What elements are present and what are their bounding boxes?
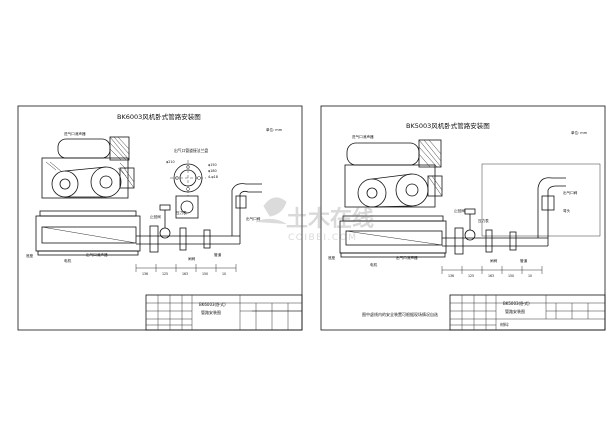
right-inlet-silencer bbox=[346, 139, 442, 168]
right-callout-elbow: 弯头 bbox=[563, 208, 571, 213]
right-blower bbox=[344, 164, 443, 208]
right-dimension-line: 136 125 163 150 10 bbox=[441, 266, 543, 278]
right-title-block: BK5003(卧式) 管路安装图 材料: bbox=[449, 294, 606, 331]
left-callout-outlet-valve: 出气口阀 bbox=[246, 216, 261, 221]
right-callout-motor: 电机 bbox=[370, 262, 378, 267]
left-callout-pipe: 管道 bbox=[214, 252, 222, 257]
right-sheet-scale: 单位: mm bbox=[571, 130, 588, 135]
right-sheet-title: BK5003风机卧式管路安装图 bbox=[406, 121, 490, 130]
right-dim-4: 150 bbox=[508, 274, 514, 278]
left-sheet-title: BK6003风机卧式管路安装图 bbox=[117, 112, 201, 121]
left-inlet-silencer bbox=[57, 136, 130, 161]
watermark-brand: 土木在线 bbox=[286, 206, 374, 232]
left-title-block-name-2: 管路安装图 bbox=[201, 309, 221, 315]
right-callout-outlet-valve: 出气口阀 bbox=[563, 190, 578, 195]
right-dim-5: 10 bbox=[528, 274, 532, 278]
left-callout-pipe-valve: 闸阀 bbox=[188, 256, 196, 261]
left-dim-3: 163 bbox=[182, 272, 188, 276]
right-callout-outlet-silencer: 出气口消声器 bbox=[396, 255, 418, 260]
left-title-block-name-1: BK6003(卧式) bbox=[199, 301, 226, 307]
right-callout-pressure-gauge: 压力表 bbox=[478, 218, 489, 223]
right-callout-pipe-valve: 闸阀 bbox=[490, 258, 498, 263]
right-callout-check-valve: 止回阀 bbox=[454, 208, 465, 213]
left-flange-dim-3: 4-φ18 bbox=[208, 175, 218, 179]
left-sheet: BK6003风机卧式管路安装图 单位: mm 进气口消声器 bbox=[17, 105, 303, 331]
left-flange-dim-1: φ150 bbox=[208, 163, 217, 167]
left-callout-check-valve: 止回阀 bbox=[150, 214, 161, 219]
right-note: 图中虚线内的安全装置可根据现场情况自选 bbox=[362, 311, 438, 317]
right-callout-silencer: 进气口消声器 bbox=[352, 134, 374, 139]
left-dimension-line: 136 125 163 150 10 bbox=[135, 264, 237, 276]
left-title-block: BK6003(卧式) 管路安装图 bbox=[145, 294, 303, 331]
right-dim-1: 136 bbox=[448, 274, 454, 278]
right-dim-2: 125 bbox=[468, 274, 474, 278]
left-base bbox=[35, 210, 141, 256]
watermark-latin: COIBEI.COM bbox=[288, 233, 358, 243]
left-dim-2: 125 bbox=[162, 272, 168, 276]
right-dim-3: 163 bbox=[488, 274, 494, 278]
left-callout-motor: 电机 bbox=[64, 258, 72, 263]
right-title-block-material: 材料: bbox=[500, 321, 509, 327]
left-flange-title: 出气口管道接法兰盘 bbox=[174, 148, 208, 153]
left-callout-outlet-silencer: 出气口消声器 bbox=[86, 252, 108, 257]
left-callout-base: 底座 bbox=[26, 253, 34, 258]
right-callout-base: 底座 bbox=[328, 255, 336, 260]
right-title-block-name-2: 管路安装图 bbox=[505, 308, 525, 314]
left-dim-4: 150 bbox=[202, 272, 208, 276]
left-flange-dim-4: φ210 bbox=[166, 160, 175, 164]
left-callout-silencer: 进气口消声器 bbox=[64, 131, 86, 136]
right-base bbox=[339, 215, 447, 258]
left-dim-1: 136 bbox=[142, 272, 148, 276]
left-piping bbox=[136, 183, 262, 253]
right-sheet: BK5003风机卧式管路安装图 单位: mm 进气口消声器 bbox=[320, 105, 606, 331]
left-callout-pressure-gauge: 压力表 bbox=[176, 210, 187, 215]
left-sheet-scale: 单位: mm bbox=[266, 127, 283, 132]
right-callout-pipe: 管道 bbox=[520, 258, 528, 263]
right-safety-area bbox=[481, 163, 601, 237]
left-dim-5: 10 bbox=[222, 272, 226, 276]
right-title-block-name-1: BK5003(卧式) bbox=[503, 300, 530, 306]
watermark: 土木在线 COIBEI.COM bbox=[255, 197, 374, 243]
left-blower bbox=[41, 157, 135, 199]
right-piping bbox=[442, 177, 566, 255]
watermark-logo-icon bbox=[255, 197, 287, 225]
left-flange-dim-2: φ180 bbox=[208, 169, 217, 173]
left-flange-detail: 出气口管道接法兰盘 φ150 φ180 4-φ18 φ210 bbox=[166, 148, 218, 219]
